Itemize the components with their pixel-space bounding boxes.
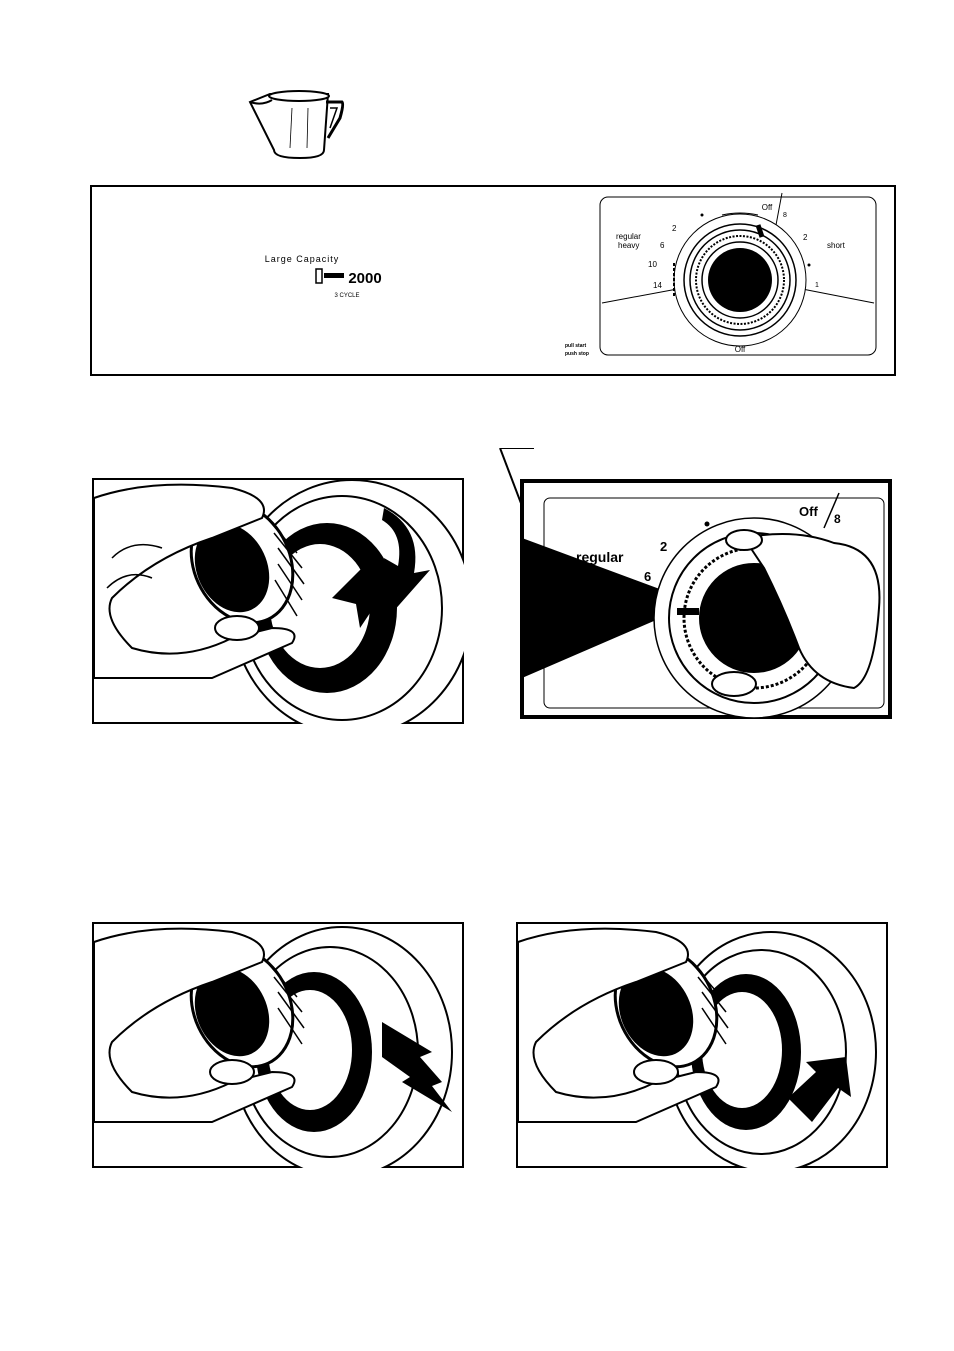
dial-regular-label: regular bbox=[616, 232, 641, 241]
dial-6-left: 6 bbox=[660, 241, 665, 250]
dial-off-top: Off bbox=[762, 203, 773, 212]
dial-10: 10 bbox=[648, 260, 657, 269]
closeup-2: 2 bbox=[660, 539, 667, 554]
closeup-8: 8 bbox=[834, 512, 841, 526]
dial-2-right: 2 bbox=[803, 233, 808, 242]
control-panel: Large Capacity 2000 3 CYCLE pull start p… bbox=[90, 185, 896, 378]
dial-8: 8 bbox=[783, 212, 787, 219]
illustration-pull-knob bbox=[516, 922, 888, 1168]
dial-heavy-label: heavy bbox=[618, 241, 639, 250]
pull-start-label: pull start bbox=[565, 343, 586, 349]
illustration-dial-closeup: Off 8 2 6 regular bbox=[494, 448, 894, 720]
timer-knob[interactable] bbox=[708, 248, 772, 312]
dial-2-left: 2 bbox=[672, 224, 677, 233]
measuring-cup-icon bbox=[240, 78, 350, 162]
dial-14: 14 bbox=[653, 281, 662, 290]
model-number: 2000 bbox=[348, 270, 381, 287]
closeup-off: Off bbox=[799, 504, 818, 519]
illustration-turn-knob bbox=[92, 478, 464, 724]
closeup-regular: regular bbox=[576, 549, 624, 565]
dial-off-bottom: Off bbox=[735, 345, 746, 354]
dial-short-label: short bbox=[827, 241, 846, 250]
closeup-6: 6 bbox=[644, 569, 651, 584]
push-stop-label: push stop bbox=[565, 351, 589, 357]
dial-1: 1 bbox=[815, 282, 819, 289]
illustration-push-knob bbox=[92, 922, 464, 1168]
brand-line: Large Capacity bbox=[265, 254, 340, 264]
cycle-line: 3 CYCLE bbox=[334, 293, 359, 299]
